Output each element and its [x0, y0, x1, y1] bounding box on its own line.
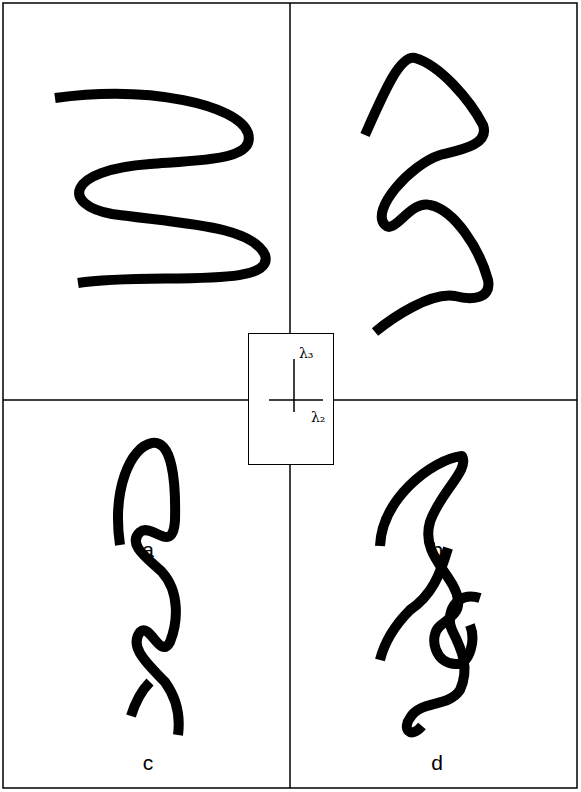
fold-layer-a: [55, 94, 266, 283]
fold-layer-d: [407, 596, 480, 732]
panel-frame: [3, 3, 577, 788]
panel-letter: d: [431, 752, 443, 773]
fold-layer-c: [131, 682, 150, 716]
panel-letter: a: [142, 539, 154, 560]
axis-cross: [249, 334, 335, 466]
axis-label: λ₂: [311, 410, 326, 424]
fold-layer-c: [118, 443, 179, 735]
fold-layers: [55, 58, 488, 735]
axis-inset-box: λ₃ λ₂: [248, 333, 334, 465]
panel-letter: c: [143, 752, 154, 773]
axis-label: λ₃: [299, 346, 314, 360]
fold-layer-b: [365, 58, 488, 332]
fold-layer-d: [380, 548, 448, 660]
panel-letter: b: [431, 539, 443, 560]
